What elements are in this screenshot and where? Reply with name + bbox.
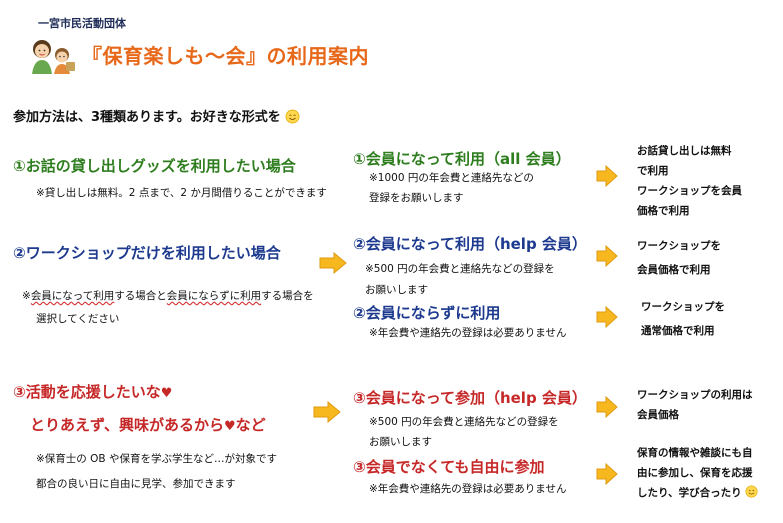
intro-text: 参加方法は、3種類あります。お好きな形式を — [13, 106, 300, 125]
result-5-line-3: したり、学び合ったり — [637, 485, 758, 500]
option2-note: ※会員になって利用する場合と会員にならずに利用する場合を — [22, 288, 314, 303]
member-help-note-2: お願いします — [365, 284, 428, 296]
result-4-line-1: ワークショップの利用は — [637, 389, 753, 401]
option2-note-2: 選択してください — [36, 313, 120, 325]
result-3-line-2: 通常価格で利用 — [641, 325, 715, 337]
heart-icon: ♥ — [223, 419, 236, 434]
result-5-text: したり、学び合ったり — [637, 487, 742, 499]
member-help-note-1: ※500 円の年会費と連絡先などの登録を — [365, 263, 555, 275]
result-1-line-3: ワークショップを会員 — [637, 185, 742, 197]
right-arrow-icon — [596, 396, 618, 418]
right-arrow-icon — [596, 245, 618, 267]
right-arrow-icon — [319, 252, 347, 274]
member-help-join-note-1: ※500 円の年会費と連絡先などの登録を — [369, 416, 559, 428]
result-1-line-1: お話貸し出しは無料 — [637, 145, 732, 157]
free-join-note: ※年会費や連絡先の登録は必要ありません — [369, 483, 567, 495]
page-title: 『保育楽しも〜会』の利用案内 — [82, 44, 369, 68]
right-arrow-icon — [596, 306, 618, 328]
org-name: 一宮市民活動団体 — [38, 17, 126, 30]
option1-title: ①お話の貸し出しグッズを利用したい場合 — [13, 157, 296, 175]
nonmember-title: ②会員にならずに利用 — [353, 304, 501, 322]
right-arrow-icon — [596, 165, 618, 187]
option1-note: ※貸し出しは無料。2 点まで、2 か月間借りることができます — [36, 187, 327, 199]
note-member-use: 会員になって利用 — [30, 290, 115, 302]
member-all-note-2: 登録をお願いします — [369, 192, 464, 204]
intro-label: 参加方法は、3種類あります。お好きな形式を — [13, 110, 281, 125]
result-2-line-2: 会員価格で利用 — [637, 264, 711, 276]
smiley-icon — [285, 109, 300, 124]
heart-icon: ♥ — [160, 386, 173, 401]
result-3-line-1: ワークショップを — [641, 301, 725, 313]
result-1-line-2: で利用 — [637, 165, 669, 177]
member-all-note-1: ※1000 円の年会費と連絡先などの — [369, 172, 534, 184]
option3-title-text: ③活動を応援したいな — [13, 383, 161, 401]
family-illustration — [32, 40, 75, 74]
option3-title-1: ③活動を応援したいな♥ — [13, 381, 172, 402]
option3-title-2: とりあえず、興味があるから♥など — [30, 414, 266, 435]
member-help-join-note-2: お願いします — [369, 436, 432, 448]
option3-title-text: など — [235, 416, 266, 434]
result-5-line-1: 保育の情報や雑談にも自 — [637, 447, 753, 459]
option2-title: ②ワークショップだけを利用したい場合 — [13, 244, 281, 262]
result-1-line-4: 価格で利用 — [637, 205, 690, 217]
member-help-title: ②会員になって利用（help 会員） — [353, 235, 587, 253]
member-help-join-title: ③会員になって参加（help 会員） — [353, 389, 587, 407]
option3-note-2: 都合の良い日に自由に見学、参加できます — [36, 478, 236, 490]
result-5-line-2: 由に参加し、保育を応援 — [637, 467, 753, 479]
right-arrow-icon — [596, 463, 618, 485]
option3-note-1: ※保育士の OB や保育を学ぶ学生など…が対象です — [36, 453, 277, 465]
member-all-title: ①会員になって利用（all 会員） — [353, 150, 571, 168]
result-4-line-2: 会員価格 — [637, 409, 679, 421]
free-join-title: ③会員でなくても自由に参加 — [353, 458, 545, 476]
right-arrow-icon — [313, 401, 341, 423]
note-part: する場合と — [114, 290, 167, 302]
result-2-line-1: ワークショップを — [637, 240, 721, 252]
smiley-icon — [745, 485, 758, 498]
note-nonmember-use: 会員にならずに利用 — [166, 290, 262, 302]
note-part: する場合を — [261, 290, 314, 302]
option3-title-text: とりあえず、興味があるから — [30, 416, 224, 434]
nonmember-note: ※年会費や連絡先の登録は必要ありません — [369, 327, 567, 339]
note-part: ※ — [22, 290, 31, 302]
